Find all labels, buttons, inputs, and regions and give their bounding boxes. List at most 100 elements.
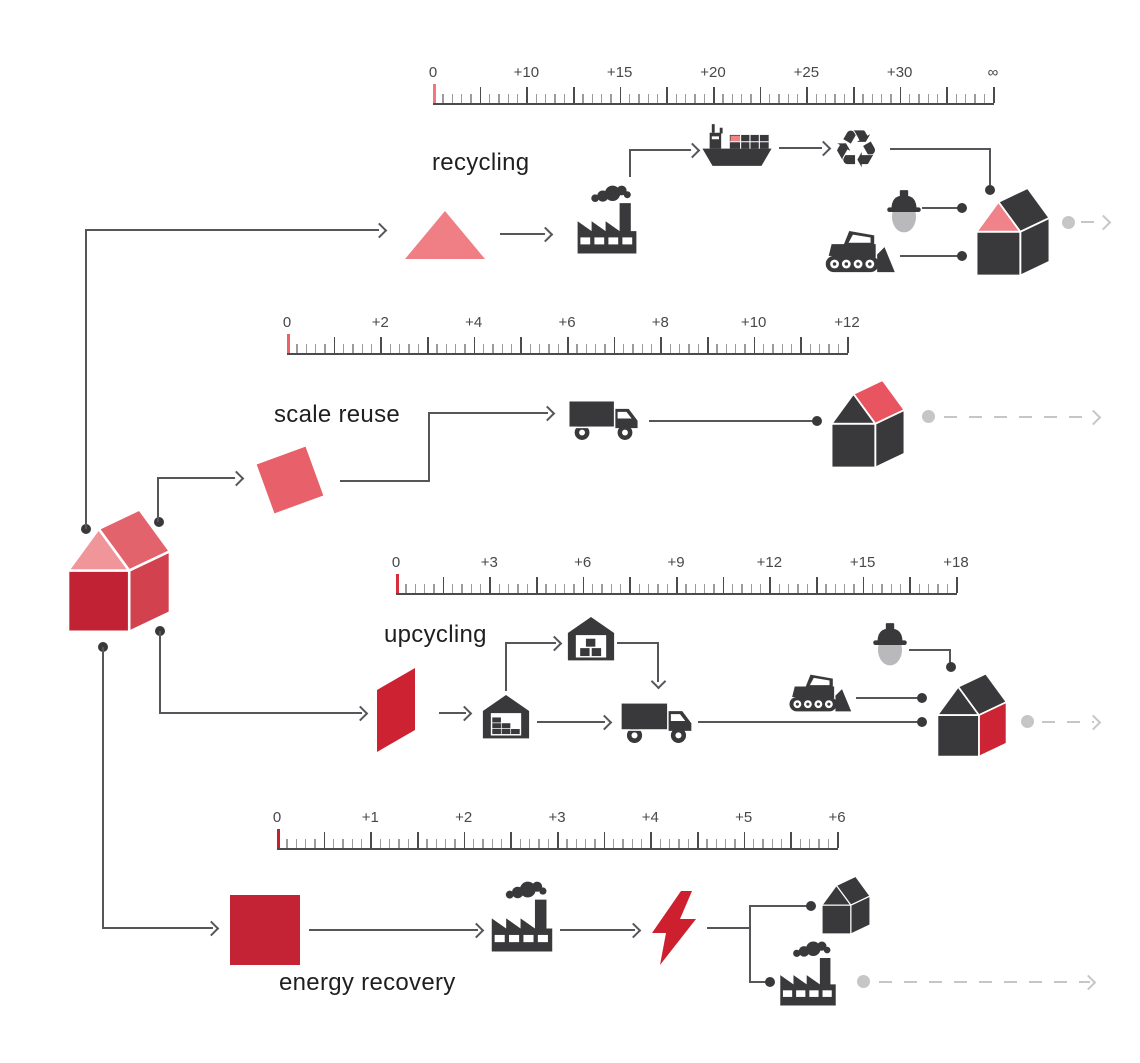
connector-line xyxy=(749,905,807,907)
tick xyxy=(545,584,547,593)
connector-line xyxy=(428,412,548,414)
tick xyxy=(741,584,743,593)
tick xyxy=(641,839,643,848)
tick xyxy=(638,94,640,103)
tick xyxy=(454,839,456,848)
tick xyxy=(295,839,297,848)
tick xyxy=(650,832,652,848)
connector-line xyxy=(309,929,478,931)
cargo-ship-icon xyxy=(702,124,772,166)
tick xyxy=(573,87,575,103)
connector-dot xyxy=(957,251,967,261)
arrow-head-icon xyxy=(684,142,701,159)
tick xyxy=(451,94,453,103)
tick xyxy=(762,839,764,848)
tick xyxy=(629,577,631,593)
tick xyxy=(351,839,353,848)
tick xyxy=(433,584,435,593)
ruler-baseline xyxy=(277,848,838,850)
tick xyxy=(837,344,839,353)
tick xyxy=(809,344,811,353)
tick xyxy=(399,344,401,353)
tick xyxy=(604,344,606,353)
triangle-shape xyxy=(405,211,485,259)
tick xyxy=(687,839,689,848)
ruler-scale-reuse: 0+2+4+6+8+10+12 xyxy=(283,311,860,355)
tick xyxy=(734,839,736,848)
tick xyxy=(772,344,774,353)
bulldozer-icon xyxy=(789,674,852,712)
tick xyxy=(296,344,298,353)
tick xyxy=(529,839,531,848)
tick xyxy=(323,832,326,848)
tick xyxy=(641,344,643,353)
tick xyxy=(324,344,326,353)
tick-label: +4 xyxy=(641,809,659,826)
tick xyxy=(489,94,491,103)
arrow-head-icon xyxy=(596,714,613,731)
tick xyxy=(713,584,715,593)
tick-label: +15 xyxy=(606,64,633,81)
tick xyxy=(853,584,855,593)
tick xyxy=(517,584,519,593)
tick-label: +12 xyxy=(756,554,783,571)
connector-line xyxy=(922,207,958,209)
tick xyxy=(407,839,409,848)
tick xyxy=(333,337,336,353)
tick-label: 0 xyxy=(282,314,292,331)
tick xyxy=(769,577,771,593)
tick-label: +6 xyxy=(828,809,846,826)
label-scale-reuse: scale reuse xyxy=(274,401,401,428)
tick xyxy=(554,94,556,103)
truck-icon xyxy=(621,703,692,743)
tick xyxy=(659,839,661,848)
connector-line xyxy=(85,229,379,231)
connector-line xyxy=(537,721,605,723)
tick xyxy=(781,839,783,848)
tick xyxy=(361,344,363,353)
tick xyxy=(343,344,345,353)
tick xyxy=(827,839,829,848)
connector-dot xyxy=(917,717,927,727)
pink-container xyxy=(730,135,741,142)
tick xyxy=(479,87,482,103)
connector-line xyxy=(649,420,813,422)
ruler-baseline xyxy=(287,353,848,355)
fade-dot xyxy=(1021,715,1034,728)
tick xyxy=(592,584,594,593)
tick xyxy=(899,87,902,103)
tick xyxy=(890,584,892,593)
tick-label: +10 xyxy=(740,314,767,331)
fade-arrow-icon xyxy=(1085,409,1102,426)
tick xyxy=(417,832,419,848)
connector-line xyxy=(749,905,751,983)
connector-line xyxy=(439,712,466,714)
connector-line xyxy=(560,929,635,931)
connector-line xyxy=(157,477,235,479)
label-energy-recovery: energy recovery xyxy=(279,969,456,996)
tick xyxy=(890,94,892,103)
tick xyxy=(688,344,690,353)
tick-label: +8 xyxy=(651,314,669,331)
tick xyxy=(909,577,911,593)
tilted-square-shape xyxy=(256,446,324,514)
tick xyxy=(426,839,428,848)
tick xyxy=(825,94,827,103)
tick xyxy=(461,94,463,103)
tick xyxy=(498,94,500,103)
house-icon xyxy=(830,379,906,469)
tick xyxy=(881,584,883,593)
tick xyxy=(819,344,821,353)
tick xyxy=(489,577,491,593)
tick-label: +20 xyxy=(700,64,726,81)
tick-label: +5 xyxy=(735,809,753,826)
tick xyxy=(744,344,746,353)
connector-line xyxy=(505,642,556,644)
tick xyxy=(576,344,578,353)
tick xyxy=(557,344,559,353)
tick xyxy=(603,832,606,848)
tick xyxy=(666,87,668,103)
tick xyxy=(517,94,519,103)
tick xyxy=(713,87,715,103)
tick xyxy=(715,839,717,848)
